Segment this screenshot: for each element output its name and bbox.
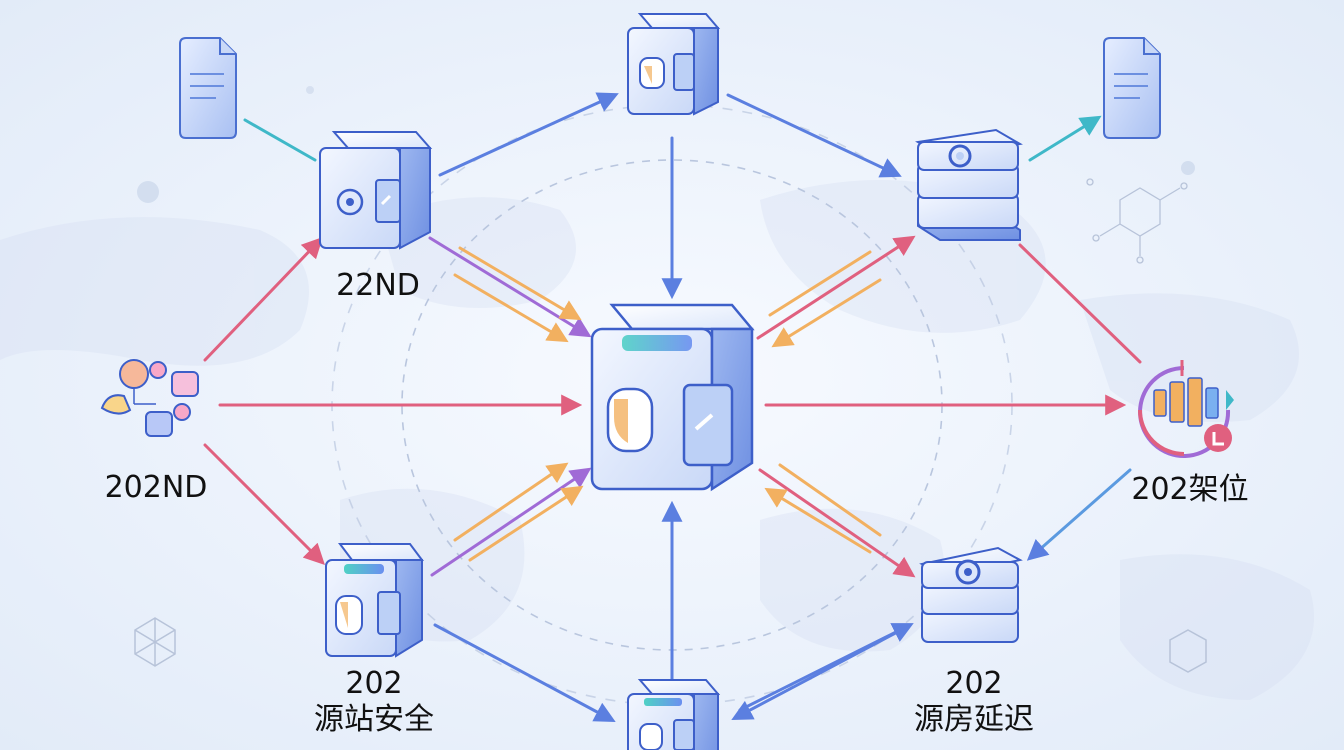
label-left-cluster: 202ND — [105, 470, 208, 506]
connection-arrows — [203, 92, 1142, 722]
right-gauge-icon — [1138, 360, 1234, 458]
arrow-center-lr-orange1 — [778, 463, 882, 537]
arrow-upperright-to-gauge — [1018, 243, 1142, 364]
arrow-lr-center-orange2 — [764, 487, 872, 554]
label-line: 22ND — [336, 268, 420, 303]
label-line: 源站安全 — [314, 702, 434, 737]
document-icon — [1103, 37, 1161, 139]
lower-left-shield-cube-icon — [325, 543, 424, 658]
label-lower-left-box: 202 源站安全 — [314, 666, 434, 738]
upper-left-gear-cube-icon — [319, 131, 433, 250]
label-line: 202 — [345, 666, 403, 701]
arrow-docleft-to-upperleft — [243, 118, 317, 162]
arrow-center-ur-orange1 — [768, 250, 872, 317]
document-icon — [179, 37, 237, 139]
arrow-left-to-lowerleft — [203, 443, 325, 565]
left-cluster-icon — [100, 359, 199, 437]
arrow-ul-center-orange2 — [453, 273, 569, 343]
hexagon-decoration-icon — [134, 617, 1207, 673]
label-lower-right-server: 202 源房延迟 — [914, 666, 1034, 738]
arrow-upperright-to-docright — [1028, 115, 1102, 162]
arrow-center-lr-pink — [758, 468, 916, 578]
dot-decoration — [137, 86, 1195, 203]
arrow-bottom-to-lowerright — [738, 623, 914, 712]
label-upper-left-box: 22ND — [336, 268, 420, 304]
arrow-ll-center-orange2 — [468, 485, 584, 562]
bottom-shield-cube-icon — [627, 679, 721, 750]
label-right-gauge: 202架位 — [1131, 472, 1248, 508]
central-shield-cube-icon — [590, 303, 755, 492]
label-line: 202ND — [104, 470, 208, 505]
lower-right-server-stack-icon — [919, 546, 1023, 643]
molecule-decoration-icon — [1086, 178, 1188, 264]
arrow-gauge-to-lowerright — [1026, 468, 1132, 561]
arrow-center-ur-pink — [756, 235, 916, 340]
arrow-upperleft-to-top — [438, 92, 619, 177]
arrow-left-to-upperleft — [203, 236, 323, 362]
label-line: 202 — [945, 666, 1003, 701]
arrow-top-to-upperright — [726, 93, 902, 178]
arrow-ul-center-orange1 — [458, 246, 582, 321]
label-line: 202架位 — [1131, 472, 1249, 507]
top-shield-cube-icon — [627, 13, 721, 116]
upper-right-server-stack-icon — [915, 128, 1023, 241]
arrow-ur-center-orange2 — [771, 278, 882, 348]
arrow-ll-center-orange1 — [453, 462, 569, 542]
label-line: 源房延迟 — [914, 702, 1034, 737]
arrow-lowerleft-to-bottom — [433, 623, 616, 722]
